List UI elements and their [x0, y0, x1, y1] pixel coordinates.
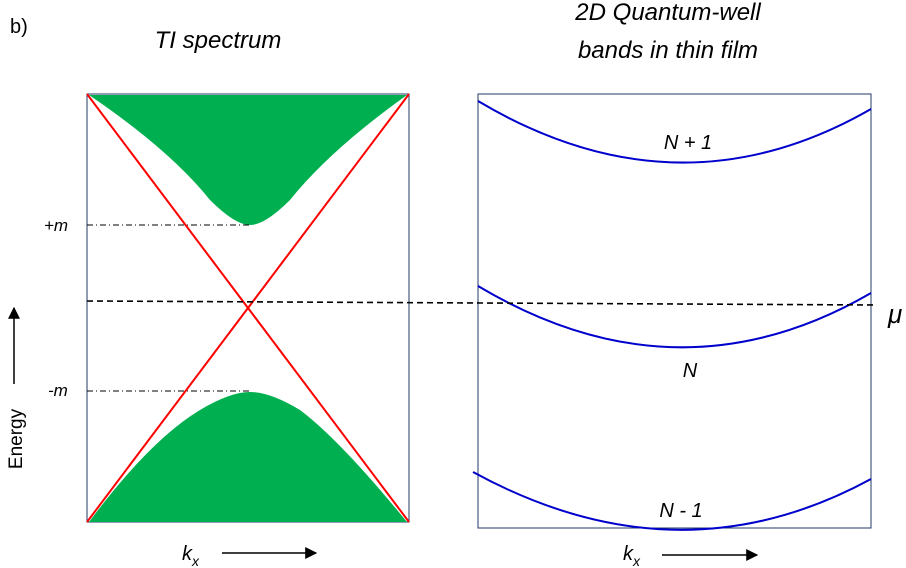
- left-kx-main: k: [182, 543, 193, 565]
- left-panel-title: TI spectrum: [155, 27, 282, 54]
- chemical-potential-line: [86, 300, 877, 306]
- surface-state-line-2: [86, 93, 410, 523]
- bulk-conduction-band: [89, 95, 407, 225]
- panel-label: b): [10, 16, 28, 38]
- subband-n: [477, 285, 872, 349]
- subband-label-n-plus-1: N + 1: [664, 132, 712, 154]
- subband-label-n-minus-1: N - 1: [659, 500, 702, 522]
- minus-m-label: -m: [48, 381, 68, 400]
- right-panel-frame: [477, 93, 872, 529]
- energy-axis-label: Energy: [6, 408, 27, 469]
- chemical-potential-label: μ: [887, 299, 902, 329]
- left-kx-subscript: x: [191, 553, 200, 568]
- right-panel-title-line2: bands in thin film: [578, 37, 758, 64]
- subband-n-plus-1: [477, 100, 872, 164]
- plus-m-label: +m: [44, 216, 68, 235]
- right-kx-subscript: x: [632, 553, 641, 568]
- subband-label-n: N: [683, 360, 698, 382]
- left-kx-label: kx: [182, 543, 200, 568]
- bulk-valence-band: [89, 392, 407, 522]
- subband-n-minus-1: [472, 471, 872, 531]
- right-kx-main: k: [623, 543, 634, 565]
- right-kx-label: kx: [623, 543, 641, 568]
- right-panel-title-line1: 2D Quantum-well: [574, 0, 761, 26]
